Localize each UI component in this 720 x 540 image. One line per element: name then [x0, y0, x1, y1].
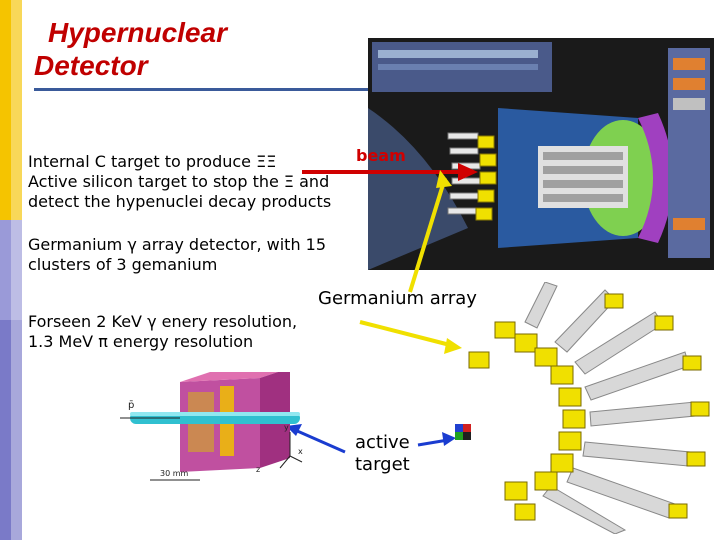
sidebar-decoration [0, 0, 22, 540]
axis-z-label: z [256, 465, 260, 474]
germanium-array-label: Germanium array [318, 288, 477, 309]
bullet-2: Germanium γ array detector, with 15 clus… [28, 235, 326, 275]
detector-cutaway-image [368, 38, 714, 270]
pbar-label: p̄ [128, 400, 134, 411]
bullet-2-line-1: Germanium γ array detector, with 15 [28, 235, 327, 254]
bullet-1-line-1: Internal C target to produce ΞΞ [28, 152, 277, 171]
active-target-diagram: p̄ y x z 30 mm [120, 372, 303, 481]
beam-label: beam [356, 146, 406, 165]
bullet-3-line-1: Forseen 2 KeV γ enery resolution, [28, 312, 298, 331]
germanium-array-image [455, 282, 710, 534]
title-line-2: Detector [34, 50, 148, 81]
bullet-2-line-2: clusters of 3 gemanium [28, 255, 218, 274]
bullet-3-line-2: 1.3 MeV π energy resolution [28, 332, 254, 351]
title-line-1: Hypernuclear [48, 17, 227, 48]
active-target-label: active target [355, 432, 410, 476]
bullet-1: Internal C target to produce ΞΞ Active s… [28, 152, 331, 212]
bullet-1-line-3: detect the hypenuclei decay products [28, 192, 332, 211]
active-target-line-2: target [355, 454, 410, 475]
bullet-3: Forseen 2 KeV γ enery resolution, 1.3 Me… [28, 312, 297, 352]
slide-title: Hypernuclear Detector [34, 16, 227, 82]
scale-label: 30 mm [160, 469, 189, 478]
active-target-line-1: active [355, 432, 410, 453]
axis-x-label: x [298, 447, 303, 456]
beam-arrow [302, 163, 478, 181]
axis-y-label: y [284, 423, 289, 432]
title-underline [34, 88, 370, 91]
bullet-1-line-2: Active silicon target to stop the Ξ and [28, 172, 330, 191]
